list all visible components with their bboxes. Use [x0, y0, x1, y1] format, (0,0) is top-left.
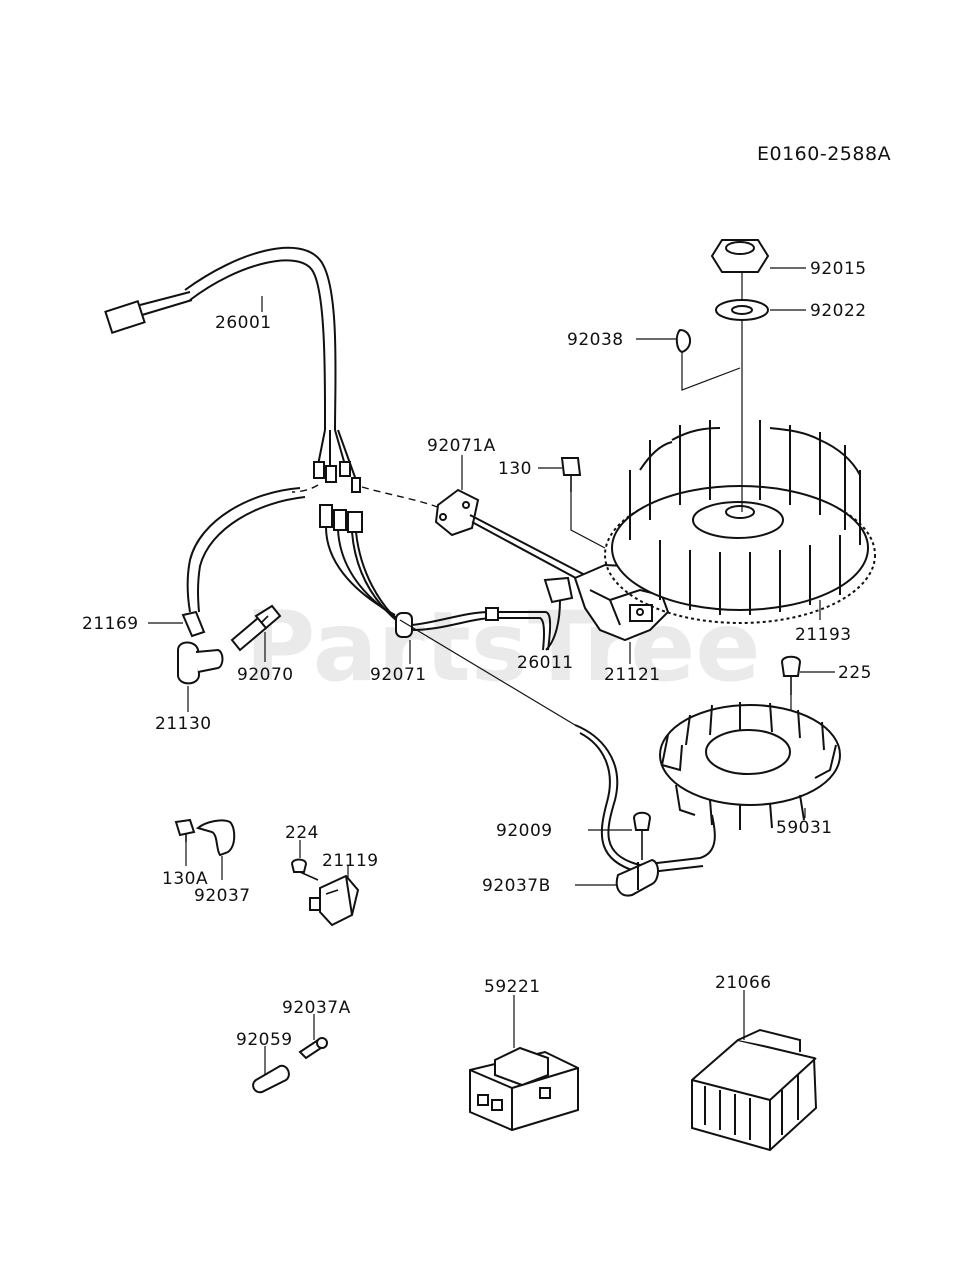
part-225-screw[interactable]: [780, 655, 802, 695]
part-21066-regulator[interactable]: [691, 1028, 818, 1152]
label-224[interactable]: 224: [285, 823, 319, 843]
part-21130-plug-cap[interactable]: [177, 641, 224, 685]
leader-harness-diagonal: [399, 619, 576, 726]
part-92022-washer[interactable]: [715, 299, 769, 321]
label-21119[interactable]: 21119: [322, 851, 379, 871]
part-92038-key[interactable]: [675, 328, 691, 354]
part-92037B-clamp[interactable]: [615, 858, 659, 897]
part-92059-tube[interactable]: [252, 1064, 290, 1094]
part-130-bolt[interactable]: [560, 457, 582, 492]
part-21119-switch[interactable]: [309, 874, 360, 927]
label-21130[interactable]: 21130: [155, 714, 212, 734]
leader-92038-key-path: [681, 352, 741, 391]
label-92022[interactable]: 92022: [810, 301, 867, 321]
label-130A[interactable]: 130A: [162, 869, 208, 889]
part-92070-spark-plug[interactable]: [230, 604, 282, 652]
part-92037-clamp[interactable]: [195, 819, 236, 857]
part-21169-tube[interactable]: [181, 487, 306, 638]
label-92037[interactable]: 92037: [194, 886, 251, 906]
part-stator-harness-inner: [579, 732, 704, 875]
leader-130-path: [570, 492, 606, 549]
label-26001[interactable]: 26001: [215, 313, 272, 333]
label-92015[interactable]: 92015: [810, 259, 867, 279]
label-92059[interactable]: 92059: [236, 1030, 293, 1050]
label-21121[interactable]: 21121: [604, 665, 661, 685]
label-92037B[interactable]: 92037B: [482, 876, 551, 896]
dash-leader-harness: [361, 486, 441, 509]
label-130[interactable]: 130: [498, 459, 532, 479]
part-26001-wire-harness[interactable]: [104, 246, 361, 493]
label-26011[interactable]: 26011: [517, 653, 574, 673]
part-92071A-plate[interactable]: [434, 488, 586, 584]
part-92037A-pin[interactable]: [298, 1037, 328, 1060]
dash-leader-tube: [291, 484, 319, 493]
label-21193[interactable]: 21193: [795, 625, 852, 645]
diagram-code: E0160-2588A: [757, 143, 891, 165]
label-92071[interactable]: 92071: [370, 665, 427, 685]
part-92015-nut[interactable]: [710, 239, 770, 273]
label-92037A[interactable]: 92037A: [282, 998, 351, 1018]
label-225[interactable]: 225: [838, 663, 872, 683]
label-92038[interactable]: 92038: [567, 330, 624, 350]
part-92009-screw[interactable]: [632, 811, 652, 860]
label-21066[interactable]: 21066: [715, 973, 772, 993]
label-59031[interactable]: 59031: [776, 818, 833, 838]
label-92070[interactable]: 92070: [237, 665, 294, 685]
part-130A-bolt[interactable]: [174, 818, 196, 842]
part-26011-lead[interactable]: [543, 576, 574, 651]
part-224-screw[interactable]: [290, 858, 319, 881]
part-59221-connector[interactable]: [469, 1046, 579, 1132]
watermark: PartsTree: [245, 591, 760, 703]
part-stator-harness: [574, 724, 716, 867]
label-92071A[interactable]: 92071A: [427, 436, 496, 456]
part-59031-stator[interactable]: [659, 702, 841, 830]
label-21169[interactable]: 21169: [82, 614, 139, 634]
label-59221[interactable]: 59221: [484, 977, 541, 997]
part-21193-flywheel[interactable]: [604, 420, 876, 624]
part-92071-grommet[interactable]: [395, 607, 552, 651]
label-92009[interactable]: 92009: [496, 821, 553, 841]
